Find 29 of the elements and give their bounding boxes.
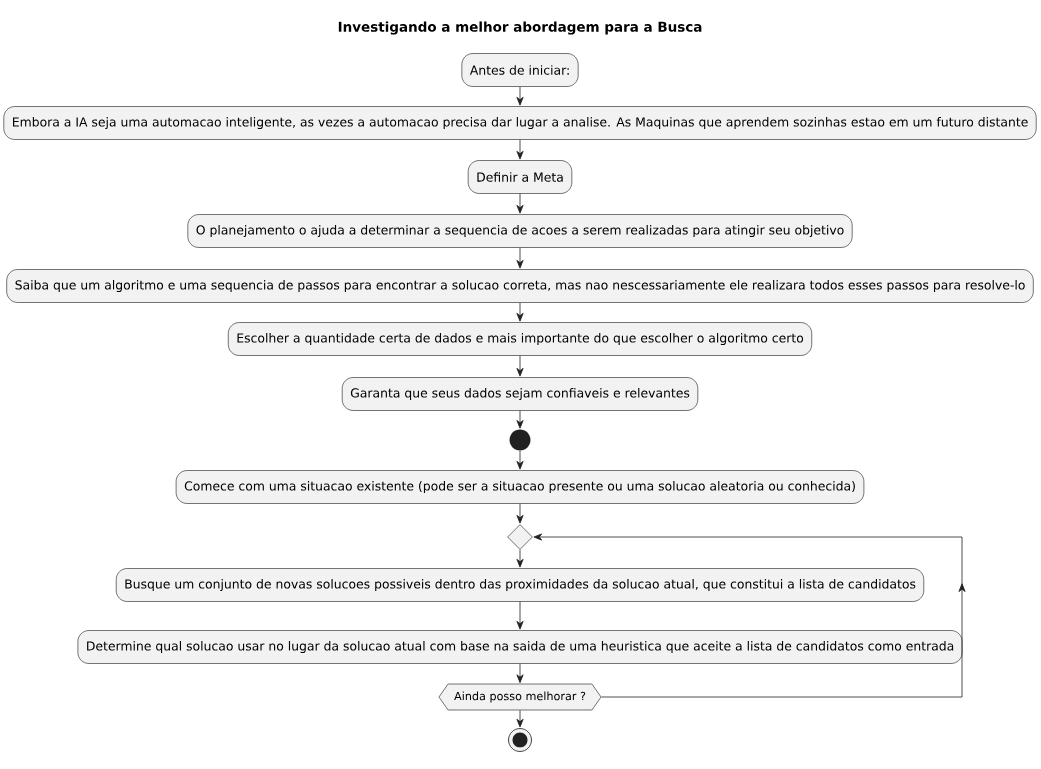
- decision-hexagon: Ainda posso melhorar ?: [438, 683, 602, 711]
- start-node: [509, 429, 531, 451]
- merge-diamond: [507, 524, 533, 550]
- end-node: [508, 728, 532, 752]
- title: Investigando a melhor abordagem para a Busca: [338, 21, 702, 35]
- arrow: [516, 450, 524, 470]
- activity-box: Saiba que um algoritmo e uma sequencia de passos para encontrar a solucao correta, mas nao nescessariamente ele realizara todos esses passos para resolve-lo: [6, 269, 1034, 303]
- activity-box: Comece com uma situacao existente (pode ser a situacao presente ou uma solucao aleatoria ou conhecida): [175, 470, 865, 504]
- arrow: [516, 139, 524, 160]
- arrow: [516, 247, 524, 269]
- arrow: [516, 601, 524, 630]
- arrow: [516, 193, 524, 214]
- activity-box: Definir a Meta: [467, 160, 573, 194]
- arrow: [516, 302, 524, 322]
- arrow: [516, 410, 524, 429]
- arrow: [516, 663, 524, 684]
- activity-box: O planejamento o ajuda a determinar a sequencia de acoes a serem realizadas para atingir seu objetivo: [187, 214, 853, 248]
- arrow: [516, 709, 524, 728]
- activity-box: Garanta que seus dados sejam confiaveis e relevantes: [341, 377, 699, 411]
- activity-box: Busque um conjunto de novas solucoes possiveis dentro das proximidades da solucao atual, que constitui a lista de candidatos: [115, 568, 925, 602]
- activity-box: Antes de iniciar:: [461, 53, 579, 87]
- arrow: [516, 549, 524, 568]
- arrow: [516, 355, 524, 377]
- arrow: [516, 86, 524, 106]
- activity-box: Escolher a quantidade certa de dados e mais importante do que escolher o algoritmo certo: [227, 322, 813, 356]
- activity-box: Embora a IA seja uma automacao inteligente, as vezes a automacao precisa dar lugar a analise. As Maquinas que aprendem sozinhas estao em um futuro distante: [3, 106, 1037, 140]
- activity-box: Determine qual solucao usar no lugar da solucao atual com base na saida de uma heuristica que aceite a lista de candidatos como entrada: [77, 630, 963, 664]
- arrow: [533, 533, 966, 698]
- arrow: [516, 503, 524, 524]
